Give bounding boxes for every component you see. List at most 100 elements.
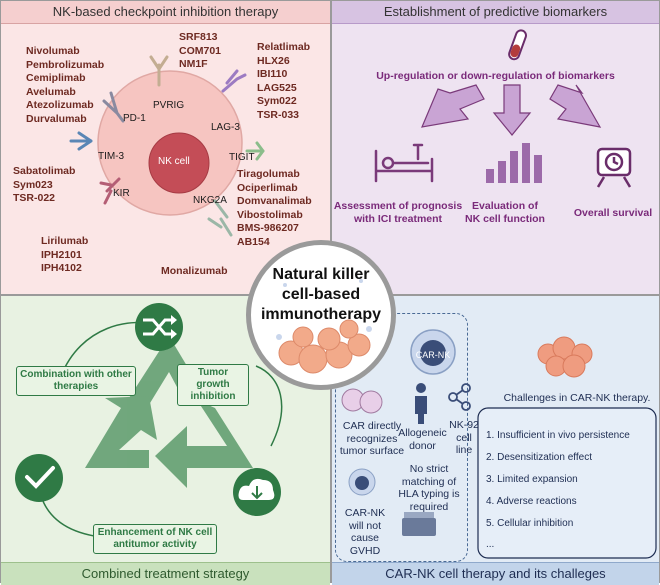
drug-list-lag3: Relatlimab HLX26 IBI110 LAG525 Sym022 TS… [257, 41, 310, 122]
drug-name: Lirilumab [41, 235, 89, 247]
patient-bed-icon [374, 143, 434, 183]
donor-person-icon [415, 383, 427, 424]
drug-list-tigit: Tiragolumab Ociperlimab Domvanalimab Vib… [237, 168, 312, 249]
drug-name: TSR-033 [257, 108, 300, 121]
receptor-pd1: PD-1 [123, 113, 146, 124]
receptor-kir: KIR [113, 188, 130, 199]
center-title: Natural killer cell-based immunotherapy [251, 265, 391, 325]
drug-name: Domvanalimab [237, 195, 312, 207]
lab-instrument-icon [402, 512, 436, 536]
combined-panel-title: Combined treatment strategy [1, 562, 330, 585]
drug-name: Nivolumab [26, 45, 80, 57]
drug-name: TSR-022 [13, 192, 56, 204]
feature-recognize: CAR directly recognizes tumor surface [339, 420, 405, 457]
drug-name: Sym023 [13, 178, 53, 191]
drug-name: Durvalumab [26, 112, 87, 125]
biomarker-graphics [374, 29, 632, 188]
biomarkers-panel-title: Establishment of predictive biomarkers [332, 1, 659, 24]
receptor-nkg2a: NKG2A [193, 195, 227, 206]
drug-list-pvrig: SRF813 COM701 NM1F [179, 31, 221, 72]
drug-name: COM701 [179, 44, 222, 57]
center-circle: Natural killer cell-based immunotherapy [246, 240, 396, 390]
arrow-down-icon [492, 84, 532, 136]
center-cells-graphic [276, 279, 372, 374]
challenge-item: 5. Cellular inhibition [486, 518, 574, 529]
nkg2a-antibody-icon [207, 199, 233, 237]
drug-name: IPH2101 [41, 248, 82, 261]
challenges-list: 1. Insufficient in vivo persistence 2. D… [478, 408, 656, 558]
arrow-down-right-icon [549, 84, 602, 128]
drug-name: Vibostolimab [237, 208, 303, 221]
recycle-icon [85, 336, 253, 488]
receptor-tim3: TIM-3 [98, 151, 125, 162]
enhancement-box: Enhancement of NK cell antitumor activit… [93, 524, 217, 554]
drug-name: Atezolizumab [26, 99, 94, 111]
drug-name: Relatlimab [257, 41, 311, 53]
drug-name: NM1F [179, 58, 208, 70]
drug-name: Cemiplimab [26, 72, 86, 84]
kir-antibody-icon [99, 177, 121, 205]
tigit-antibody-icon [245, 141, 265, 161]
checkpoint-panel: NK-based checkpoint inhibition therapy N… [0, 0, 331, 295]
biomarker-item-nk-function: Evaluation of NK cell function [465, 200, 545, 225]
biomarkers-subtitle: Up-regulation or down-regulation of biom… [376, 70, 615, 82]
nk-cell-illustration [69, 55, 265, 237]
cloud-download-icon [233, 468, 281, 516]
drug-name: Sym022 [257, 95, 297, 107]
nk-cell-nucleus [148, 132, 210, 194]
challenge-item: ... [486, 539, 495, 550]
feature-no-match: No strict matching of HLA typing is requ… [398, 463, 460, 513]
bar-chart-icon [486, 143, 542, 183]
lag3-antibody-icon [221, 69, 247, 93]
receptor-lag3: LAG-3 [211, 122, 240, 133]
challenge-item: 1. Insufficient in vivo persistence [486, 430, 630, 441]
drug-name: IBI110 [257, 68, 288, 80]
test-tube-icon [508, 29, 527, 61]
pd1-antibody-icon [102, 91, 125, 123]
receptor-tigit: TIGIT [229, 152, 255, 163]
drug-name: BMS-986207 [237, 222, 299, 234]
car-nk-cell-icon [410, 329, 456, 375]
feature-nk92: NK-92 cell line [449, 419, 479, 456]
challenge-item: 4. Adverse reactions [486, 496, 577, 507]
car-nk-label: CAR-NK [415, 350, 451, 360]
tumor-growth-inhibition-box: Tumor growth inhibition [177, 364, 249, 406]
check-icon [15, 454, 63, 502]
car-nk-panel: CAR-NK CAR directly recognizes tumor sur… [331, 295, 660, 585]
drug-name: Sabatolimab [13, 165, 76, 177]
feature-allogeneic: Allogeneic donor [398, 427, 447, 452]
center-title-line: cell-based [281, 286, 361, 303]
biomarkers-panel: Establishment of predictive biomarkers [331, 0, 660, 295]
receptor-pvrig: PVRIG [153, 100, 185, 111]
survival-clock-icon [596, 147, 632, 188]
car-nk-panel-title: CAR-NK cell therapy and its challeges [332, 562, 659, 585]
drug-name: Pembrolizumab [26, 58, 105, 71]
biomarker-item-survival: Overall survival [573, 207, 653, 219]
tumor-cells-icon [341, 388, 383, 414]
drug-list-tim3: Sabatolimab Sym023 TSR-022 [13, 165, 75, 206]
center-title-line: Natural killer [272, 266, 370, 283]
drug-name: Ociperlimab [237, 181, 298, 194]
nk-cell-label: NK cell [158, 156, 190, 167]
drug-name: HLX26 [257, 54, 290, 67]
car-nk-small-cell-icon [348, 468, 376, 496]
arrow-down-left-icon [421, 84, 485, 128]
drug-list-pd1: Nivolumab Pembrolizumab Cemiplimab Avelu… [26, 45, 104, 126]
feature-no-gvhd: CAR-NK will not cause GVHD [344, 507, 386, 557]
pvrig-antibody-icon [149, 55, 169, 87]
challenges-box [477, 407, 657, 559]
drug-name: Avelumab [26, 85, 76, 98]
biomarker-item-prognosis: Assessment of prognosis with ICI treatme… [333, 200, 463, 225]
tim3-antibody-icon [69, 131, 93, 151]
car-nk-graphics [341, 329, 657, 559]
drug-name: SRF813 [179, 31, 218, 43]
center-title-line: immunotherapy [260, 306, 381, 323]
drug-name: AB154 [237, 235, 270, 248]
drug-name: IPH4102 [41, 262, 82, 274]
shuffle-icon [135, 303, 183, 351]
combination-therapies-box: Combination with other therapies [16, 366, 136, 396]
checkpoint-panel-title: NK-based checkpoint inhibition therapy [1, 1, 330, 24]
challenge-item: 2. Desensitization effect [486, 452, 592, 463]
drug-name: Monalizumab [161, 265, 228, 277]
drug-name: LAG525 [257, 81, 297, 94]
